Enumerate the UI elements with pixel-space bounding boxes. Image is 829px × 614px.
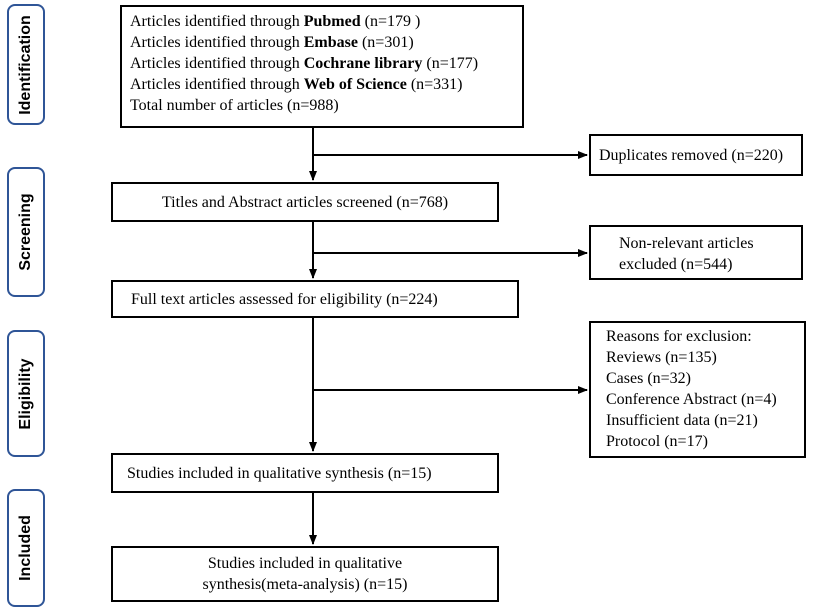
source-line-wos: Articles identified through Web of Scien… (130, 74, 522, 95)
source-count: (n=301) (361, 34, 414, 51)
source-prefix: Articles identified through (130, 55, 300, 72)
exclusion-item: Insufficient data (n=21) (606, 412, 758, 429)
phase-included: Included (7, 489, 45, 607)
nonrelevant-box: Non-relevant articles excluded (n=544) (589, 225, 803, 280)
nonrelevant-text-line1: Non-relevant articles (619, 235, 754, 252)
source-count: (n=179 ) (364, 13, 421, 30)
source-prefix: Articles identified through (130, 13, 300, 30)
source-count: (n=177) (426, 55, 479, 72)
phase-eligibility: Eligibility (7, 330, 45, 457)
screened-text: Titles and Abstract articles screened (n… (161, 194, 449, 211)
phase-screening: Screening (7, 167, 45, 297)
source-line-embase: Articles identified through Embase (n=30… (130, 32, 522, 53)
phase-identification: Identification (7, 4, 45, 125)
source-name: Pubmed (303, 13, 361, 30)
qualitative-text: Studies included in qualitative synthesi… (127, 465, 432, 482)
source-line-cochrane: Articles identified through Cochrane lib… (130, 53, 522, 74)
exclusion-box: Reasons for exclusion: Reviews (n=135) C… (589, 321, 806, 458)
exclusion-item: Conference Abstract (n=4) (606, 391, 777, 408)
exclusion-item: Reviews (n=135) (606, 349, 717, 366)
fulltext-text: Full text articles assessed for eligibil… (131, 291, 438, 308)
duplicates-box: Duplicates removed (n=220) (589, 134, 803, 176)
source-name: Web of Science (303, 76, 407, 93)
nonrelevant-text-line2: excluded (n=544) (619, 256, 733, 273)
source-name: Embase (303, 34, 358, 51)
duplicates-text: Duplicates removed (n=220) (599, 147, 784, 164)
meta-box: Studies included in qualitative synthesi… (111, 546, 499, 602)
source-count: (n=331) (410, 76, 463, 93)
source-name: Cochrane library (303, 55, 423, 72)
meta-text-line2: synthesis(meta-analysis) (n=15) (202, 576, 408, 593)
source-prefix: Articles identified through (130, 34, 300, 51)
meta-text-line1: Studies included in qualitative (207, 555, 403, 572)
total-articles: Total number of articles (n=988) (130, 97, 339, 114)
fulltext-box: Full text articles assessed for eligibil… (111, 280, 519, 318)
source-line-pubmed: Articles identified through Pubmed (n=17… (130, 11, 522, 32)
exclusion-item: Cases (n=32) (606, 370, 692, 387)
identification-box: Articles identified through Pubmed (n=17… (120, 5, 524, 128)
exclusion-title: Reasons for exclusion: (606, 328, 752, 345)
qualitative-box: Studies included in qualitative synthesi… (111, 453, 499, 493)
screened-box: Titles and Abstract articles screened (n… (111, 182, 499, 222)
exclusion-item: Protocol (n=17) (606, 433, 708, 450)
source-prefix: Articles identified through (130, 76, 300, 93)
